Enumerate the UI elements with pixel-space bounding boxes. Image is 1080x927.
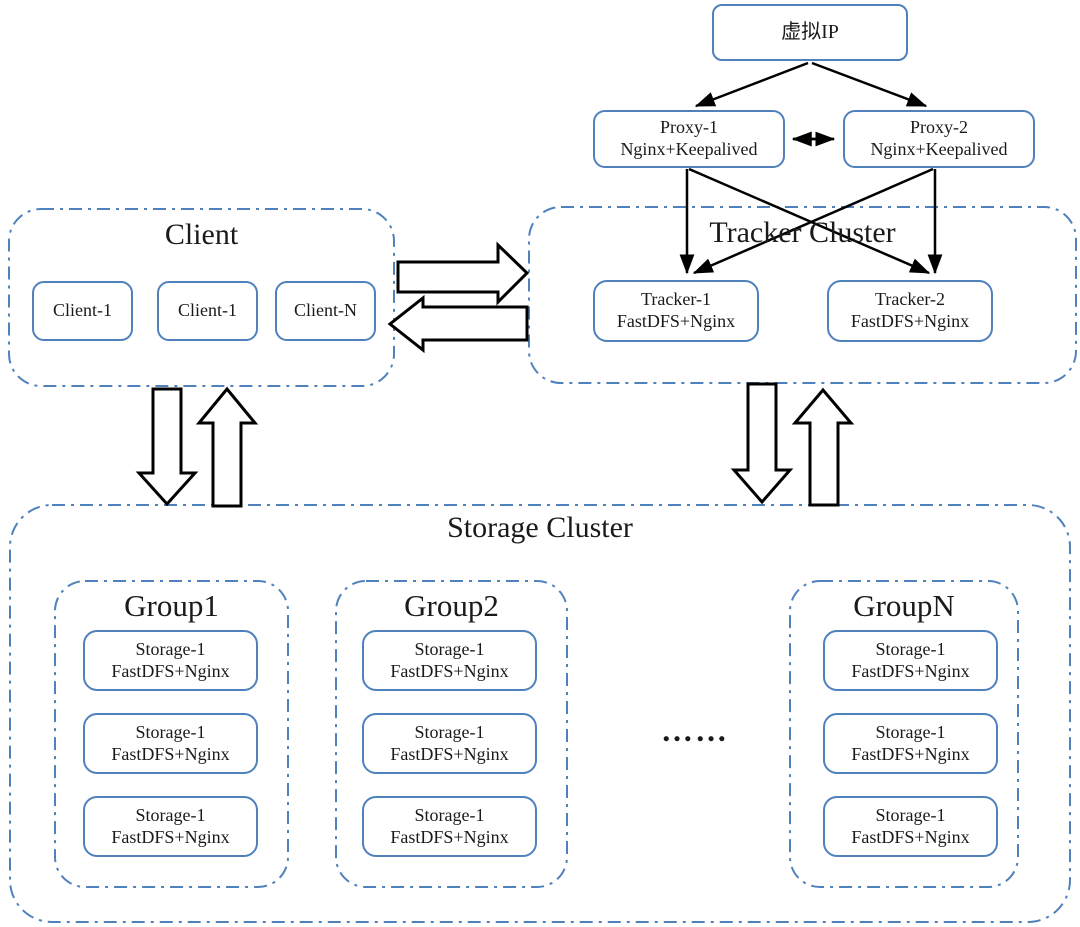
client-1-node: Client-1 [32, 281, 133, 341]
storage-subtitle: FastDFS+Nginx [851, 660, 970, 681]
groups-ellipsis: …… [661, 712, 729, 748]
client-n-node: Client-N [275, 281, 376, 341]
block-arrow-storage-to-tracker [791, 387, 855, 507]
arrow-vip-to-proxy2 [811, 61, 928, 108]
storage-subtitle: FastDFS+Nginx [851, 826, 970, 847]
group1-storage-2-node: Storage-1 FastDFS+Nginx [83, 713, 258, 774]
block-arrow-storage-to-client [195, 386, 259, 508]
tracker-1-title: Tracker-1 [641, 289, 711, 310]
group1-outline [54, 580, 289, 888]
groupN-outline [789, 580, 1019, 888]
storage-subtitle: FastDFS+Nginx [851, 743, 970, 764]
storage-title: Storage-1 [875, 638, 946, 659]
storage-cluster-title: Storage Cluster [447, 511, 633, 544]
storage-title: Storage-1 [135, 638, 206, 659]
storage-title: Storage-1 [135, 721, 206, 742]
arrow-vip-to-proxy1 [694, 61, 809, 108]
virtual-ip-node: 虚拟IP [712, 4, 908, 61]
storage-title: Storage-1 [414, 638, 485, 659]
block-arrow-client-to-storage [135, 387, 199, 507]
group1-storage-1-node: Storage-1 FastDFS+Nginx [83, 630, 258, 691]
storage-subtitle: FastDFS+Nginx [111, 743, 230, 764]
group2-outline [335, 580, 568, 888]
virtual-ip-label: 虚拟IP [781, 21, 839, 44]
proxy-1-subtitle: Nginx+Keepalived [620, 139, 758, 159]
client-2-node: Client-1 [157, 281, 258, 341]
storage-subtitle: FastDFS+Nginx [390, 660, 509, 681]
proxy-1-title: Proxy-1 [660, 117, 718, 138]
storage-cluster-outline [9, 504, 1071, 923]
client-cluster-title: Client [164, 218, 239, 251]
group1-title: Group1 [124, 588, 219, 623]
storage-title: Storage-1 [414, 721, 485, 742]
group2-storage-3-node: Storage-1 FastDFS+Nginx [362, 796, 537, 857]
proxy-1-node: Proxy-1 Nginx+Keepalived [593, 110, 785, 168]
group2-storage-2-node: Storage-1 FastDFS+Nginx [362, 713, 537, 774]
group2-title: Group2 [404, 588, 499, 623]
groupN-title: GroupN [853, 588, 955, 623]
arrow-proxy1-to-tracker2 [688, 167, 931, 275]
tracker-1-subtitle: FastDFS+Nginx [616, 311, 736, 331]
tracker-cluster-title: Tracker Cluster [709, 216, 896, 249]
block-arrow-tracker-to-storage [730, 382, 794, 505]
storage-subtitle: FastDFS+Nginx [390, 826, 509, 847]
tracker-2-subtitle: FastDFS+Nginx [850, 311, 970, 331]
block-arrow-tracker-to-client [387, 294, 529, 354]
client-2-label: Client-1 [178, 300, 237, 321]
storage-title: Storage-1 [875, 721, 946, 742]
client-1-label: Client-1 [53, 300, 112, 321]
proxy-2-subtitle: Nginx+Keepalived [870, 139, 1008, 159]
arrow-proxy2-to-tracker1 [692, 167, 934, 275]
groupN-storage-2-node: Storage-1 FastDFS+Nginx [823, 713, 998, 774]
storage-title: Storage-1 [414, 804, 485, 825]
tracker-cluster-outline [528, 206, 1077, 384]
client-cluster-outline [8, 208, 395, 387]
group1-storage-3-node: Storage-1 FastDFS+Nginx [83, 796, 258, 857]
group2-storage-1-node: Storage-1 FastDFS+Nginx [362, 630, 537, 691]
storage-title: Storage-1 [135, 804, 206, 825]
tracker-1-node: Tracker-1 FastDFS+Nginx [593, 280, 759, 342]
tracker-2-title: Tracker-2 [875, 289, 945, 310]
storage-subtitle: FastDFS+Nginx [390, 743, 509, 764]
groupN-storage-3-node: Storage-1 FastDFS+Nginx [823, 796, 998, 857]
proxy-2-node: Proxy-2 Nginx+Keepalived [843, 110, 1035, 168]
proxy-2-title: Proxy-2 [910, 117, 968, 138]
storage-subtitle: FastDFS+Nginx [111, 660, 230, 681]
storage-subtitle: FastDFS+Nginx [111, 826, 230, 847]
storage-title: Storage-1 [875, 804, 946, 825]
tracker-2-node: Tracker-2 FastDFS+Nginx [827, 280, 993, 342]
client-n-label: Client-N [294, 300, 357, 321]
block-arrow-client-to-tracker [396, 241, 530, 306]
groupN-storage-1-node: Storage-1 FastDFS+Nginx [823, 630, 998, 691]
